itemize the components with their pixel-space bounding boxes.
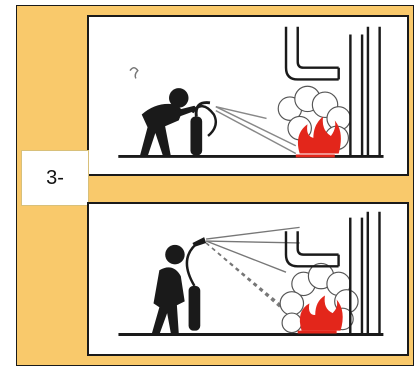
extinguisher-icon [187,237,206,331]
person-icon [152,245,185,335]
instruction-frame: 3- [16,5,414,366]
sparkle-icon [130,68,138,79]
illustration-panel-bottom [87,202,409,356]
extinguisher-scene-top [89,17,407,174]
extinguisher-scene-bottom [89,204,407,354]
illustration-panel-top [87,15,409,176]
step-number-label: 3- [21,150,89,206]
extinguisher-icon [190,103,215,156]
person-icon [140,88,199,156]
